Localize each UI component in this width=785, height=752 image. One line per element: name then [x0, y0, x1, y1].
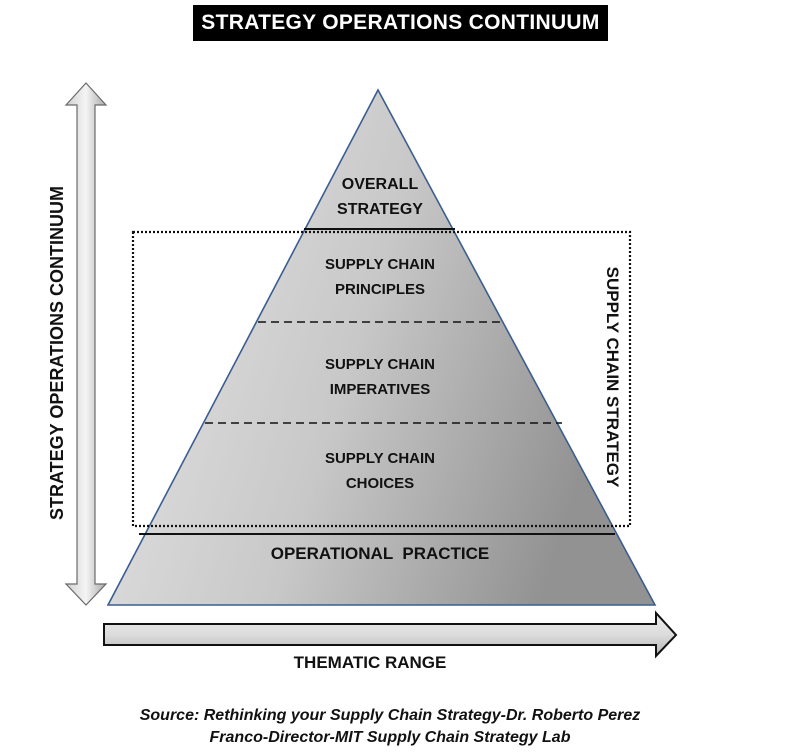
double-vertical-arrow-icon [64, 82, 108, 606]
level-line: SUPPLY CHAIN [324, 356, 436, 373]
level-line: CHOICES [345, 475, 415, 492]
level-imperatives: SUPPLY CHAIN IMPERATIVES [290, 352, 470, 402]
level-overall-strategy: OVERALL STRATEGY [300, 172, 460, 222]
source-line-1: Source: Rethinking your Supply Chain Str… [139, 707, 641, 724]
level-line: PRINCIPLES [334, 281, 425, 298]
source-citation: Source: Rethinking your Supply Chain Str… [90, 705, 690, 749]
level-line: SUPPLY CHAIN [324, 256, 436, 273]
level-line: OVERALL [341, 176, 419, 193]
right-arrow-icon [103, 610, 678, 659]
level-principles: SUPPLY CHAIN PRINCIPLES [290, 252, 470, 302]
source-line-2: Franco-Director-MIT Supply Chain Strateg… [209, 729, 571, 746]
level-line: STRATEGY [337, 201, 423, 218]
left-axis-label: STRATEGY OPERATIONS CONTINUUM [47, 185, 67, 520]
bottom-axis-label: THEMATIC RANGE [293, 653, 447, 672]
level-choices: SUPPLY CHAIN CHOICES [290, 446, 470, 496]
level-line: IMPERATIVES [329, 381, 431, 398]
supply-chain-strategy-bracket [131, 230, 632, 528]
diagram-title: STRATEGY OPERATIONS CONTINUUM [193, 5, 608, 41]
level-line: SUPPLY CHAIN [324, 450, 436, 467]
bracket-label: SUPPLY CHAIN STRATEGY [603, 266, 622, 488]
pyramid [106, 88, 657, 606]
level-operational-practice: OPERATIONAL PRACTICE [270, 544, 490, 563]
